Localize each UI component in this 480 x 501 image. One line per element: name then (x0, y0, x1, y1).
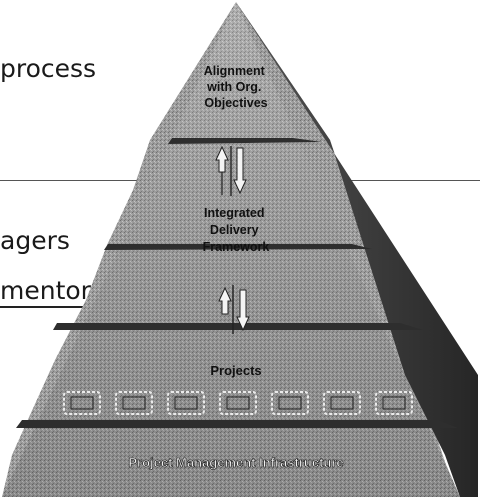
project-icon-6 (323, 391, 361, 415)
tier2-label-line-3: Framework (203, 240, 270, 254)
project-icon-2 (115, 391, 153, 415)
project-icon-4 (219, 391, 257, 415)
tier-divider-3 (53, 323, 423, 330)
svg-text:Alignment with Org. Ob: Alignment with Org. Objectives (204, 64, 269, 110)
tier1-label-line-3: Objectives (204, 96, 267, 110)
tier-divider-4 (16, 420, 458, 428)
tier-divider-1 (168, 138, 322, 144)
tier1-label-line-1: Alignment (204, 64, 266, 78)
double-arrow-icon-upper (215, 145, 247, 196)
project-icon-1 (63, 391, 101, 415)
project-icon-7 (375, 391, 413, 415)
project-icons-row (63, 391, 413, 415)
project-icon-3 (167, 391, 205, 415)
tier3-label: Projects (210, 363, 261, 378)
double-arrow-icon-lower (218, 285, 250, 334)
base-label: Project Management Infrastructure (128, 455, 343, 470)
tier2-label-line-2: Delivery (210, 223, 259, 237)
tier1-label-line-2: with Org. (206, 80, 261, 94)
project-icon-5 (271, 391, 309, 415)
tier-divider-2 (104, 244, 372, 250)
tier2-label-line-1: Integrated (204, 206, 264, 220)
slide-text-line-2: agers (0, 226, 70, 255)
text-underline (0, 306, 165, 308)
svg-text:Integrated Delivery Fr: Integrated Delivery Framework (203, 206, 270, 254)
slide-text-line-1: process (0, 54, 97, 83)
pyramid-side-face (236, 2, 478, 497)
